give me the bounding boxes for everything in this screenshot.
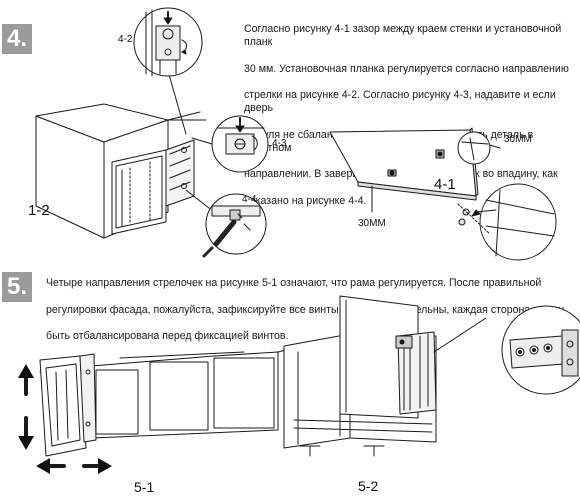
figure-label-4-4: 4-4: [242, 194, 257, 205]
panel-4-1-drawing: [329, 127, 557, 261]
step-5-line: Четыре направления стрелочек на рисунке …: [46, 277, 542, 290]
cabinet-5-1-drawing: [18, 349, 287, 474]
detail-4-2-zoom: [133, 7, 203, 77]
adjust-right-arrow: [82, 458, 112, 474]
adjust-up-arrow: [18, 364, 34, 396]
step-number-5: 5.: [2, 272, 32, 302]
step-4-line: 30 мм. Установочная планка регулируется …: [244, 62, 569, 75]
detail-4-3-zoom: [211, 115, 269, 173]
figure-label-4-1: 4-1: [434, 176, 456, 193]
cabinet-1-2-drawing: [35, 63, 233, 239]
detail-4-4-zoom: [202, 193, 267, 258]
adjust-left-arrow: [36, 458, 66, 474]
step-4-line: стрелки на рисунке 4-2. Согласно рисунку…: [244, 89, 556, 115]
figure-label-4-3: 4-3: [272, 138, 287, 149]
gap-label-top: 30MM: [504, 134, 532, 145]
figure-label-5-2: 5-2: [358, 478, 379, 494]
adjust-down-arrow: [18, 416, 34, 450]
figure-label-5-1: 5-1: [134, 479, 155, 495]
step-4-instructions: Согласно рисунку 4-1 зазор между краем с…: [244, 10, 580, 221]
gap-label-bottom: 30MM: [358, 218, 386, 229]
figure-label-1-2: 1-2: [28, 202, 50, 219]
step-5-line: быть отбалансирована перед фиксацией вин…: [46, 330, 289, 343]
figure-label-4-2: 4-2: [118, 34, 133, 45]
step-4-line: Согласно рисунку 4-1 зазор между краем с…: [244, 23, 562, 49]
step-number-4: 4.: [2, 24, 32, 54]
cabinet-5-2-drawing: [283, 295, 580, 457]
